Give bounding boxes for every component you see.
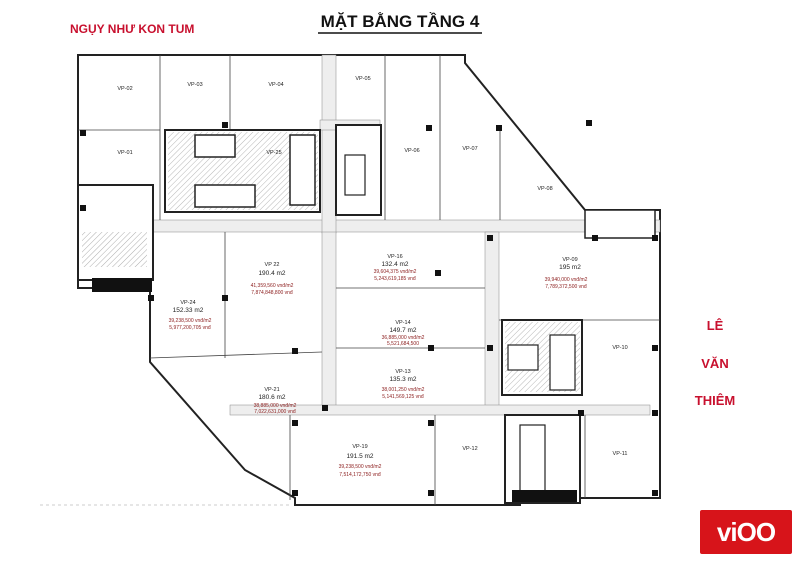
unit-vp08-label: VP-08 [537,186,552,192]
unit-vp13-area: 135.3 m2 [389,376,416,383]
unit-vp21-total: 7,022,631,000 vnđ [254,409,296,415]
unit-vp14-total: 5,521,684,500 [387,341,419,347]
structural-columns [80,120,658,496]
street-label-right-3: THIÊM [694,393,736,408]
unit-vp02-label: VP-02 [117,86,132,92]
unit-vp16-label: VP-16 [387,254,402,260]
unit-vp06-label: VP-06 [404,148,419,154]
unit-vp24: VP-24 152.33 m2 39,238,500 vnđ/m2 5,977,… [169,300,212,331]
vicoo-logo-text: viOO [716,516,776,547]
unit-vp04-label: VP-04 [268,82,283,88]
page-title: MẶT BẰNG TẦNG 4 [320,12,480,31]
unit-vp16-price: 39,604,375 vnđ/m2 [374,269,417,275]
unit-vp10-label: VP-10 [612,345,627,351]
unit-vp14-price: 36,885,000 vnđ/m2 [382,335,425,341]
unit-vp07-label: VP-07 [462,146,477,152]
unit-vp24-price: 39,238,500 vnđ/m2 [169,318,212,324]
unit-vp19-label: VP-19 [352,444,367,450]
unit-vp22-area: 190.4 m2 [258,270,285,277]
unit-vp24-area: 152.33 m2 [173,307,204,314]
unit-vp14-label: VP-14 [395,320,410,326]
corridor-lower [229,404,651,416]
unit-vp19-total: 7,514,172,750 vnđ [339,472,381,478]
corridor-vertical-middle [321,231,337,413]
unit-vp21: VP-21 180.6 m2 38,885,000 vnđ/m2 7,022,6… [254,387,297,415]
unit-vp16: VP-16 132.4 m2 39,604,375 vnđ/m2 5,243,6… [374,254,417,282]
core-upper [164,129,321,213]
unit-vp14: VP-14 149.7 m2 36,885,000 vnđ/m2 5,521,6… [382,320,425,347]
unit-vp13-label: VP-13 [395,369,410,375]
unit-vp12-label: VP-12 [462,446,477,452]
unit-vp22-total: 7,874,848,800 vnđ [251,290,293,296]
unit-vp14-area: 149.7 m2 [389,327,416,334]
unit-vp22-label: VP 22 [265,262,280,268]
core-lower [504,414,581,504]
corridor-horizontal [77,219,661,233]
unit-vp11-label: VP-11 [613,451,628,457]
core-right [501,319,583,396]
unit-vp19-area: 191.5 m2 [346,453,373,460]
unit-vp24-total: 5,977,200,705 vnđ [169,325,211,331]
street-label-top: NGỤY NHƯ KON TUM [70,22,195,36]
unit-vp03-label: VP-03 [187,82,202,88]
unit-vp09-area: 195 m2 [559,264,581,271]
unit-vp09-price: 39,940,000 vnđ/m2 [545,277,588,283]
unit-vp21-price: 38,885,000 vnđ/m2 [254,403,297,409]
unit-vp21-label: VP-21 [264,387,279,393]
corridor-vertical-right [484,231,500,413]
core-left [77,184,154,292]
unit-vp25-label: VP-25 [266,150,281,156]
unit-vp05-label: VP-05 [355,76,370,82]
core-toilets [335,124,382,216]
unit-vp19-price: 39,238,500 vnđ/m2 [339,464,382,470]
core-right-top [584,209,656,239]
unit-vp21-area: 180.6 m2 [258,394,285,401]
unit-vp22: VP 22 190.4 m2 41,359,560 vnđ/m2 7,874,8… [251,262,294,296]
unit-vp22-price: 41,359,560 vnđ/m2 [251,283,294,289]
unit-vp09-total: 7,789,372,500 vnđ [545,284,587,290]
unit-vp13-total: 5,141,569,125 vnđ [382,394,424,400]
unit-vp24-label: VP-24 [180,300,195,306]
street-label-right-1: LÊ [706,318,724,333]
vicoo-logo: viOO [700,510,792,554]
unit-vp16-total: 5,243,619,185 vnđ [374,276,416,282]
street-label-right-2: VĂN [701,356,729,371]
corridor-vertical-upper [321,54,337,234]
unit-vp09-label: VP-09 [562,257,577,263]
unit-vp09: VP-09 195 m2 39,940,000 vnđ/m2 7,789,372… [545,257,588,290]
unit-vp01-label: VP-01 [117,150,132,156]
unit-vp13: VP-13 135.3 m2 38,001,250 vnđ/m2 5,141,5… [382,369,425,400]
unit-vp13-price: 38,001,250 vnđ/m2 [382,387,425,393]
unit-vp16-area: 132.4 m2 [381,261,408,268]
unit-vp19: VP-19 191.5 m2 39,238,500 vnđ/m2 7,514,1… [339,444,382,478]
